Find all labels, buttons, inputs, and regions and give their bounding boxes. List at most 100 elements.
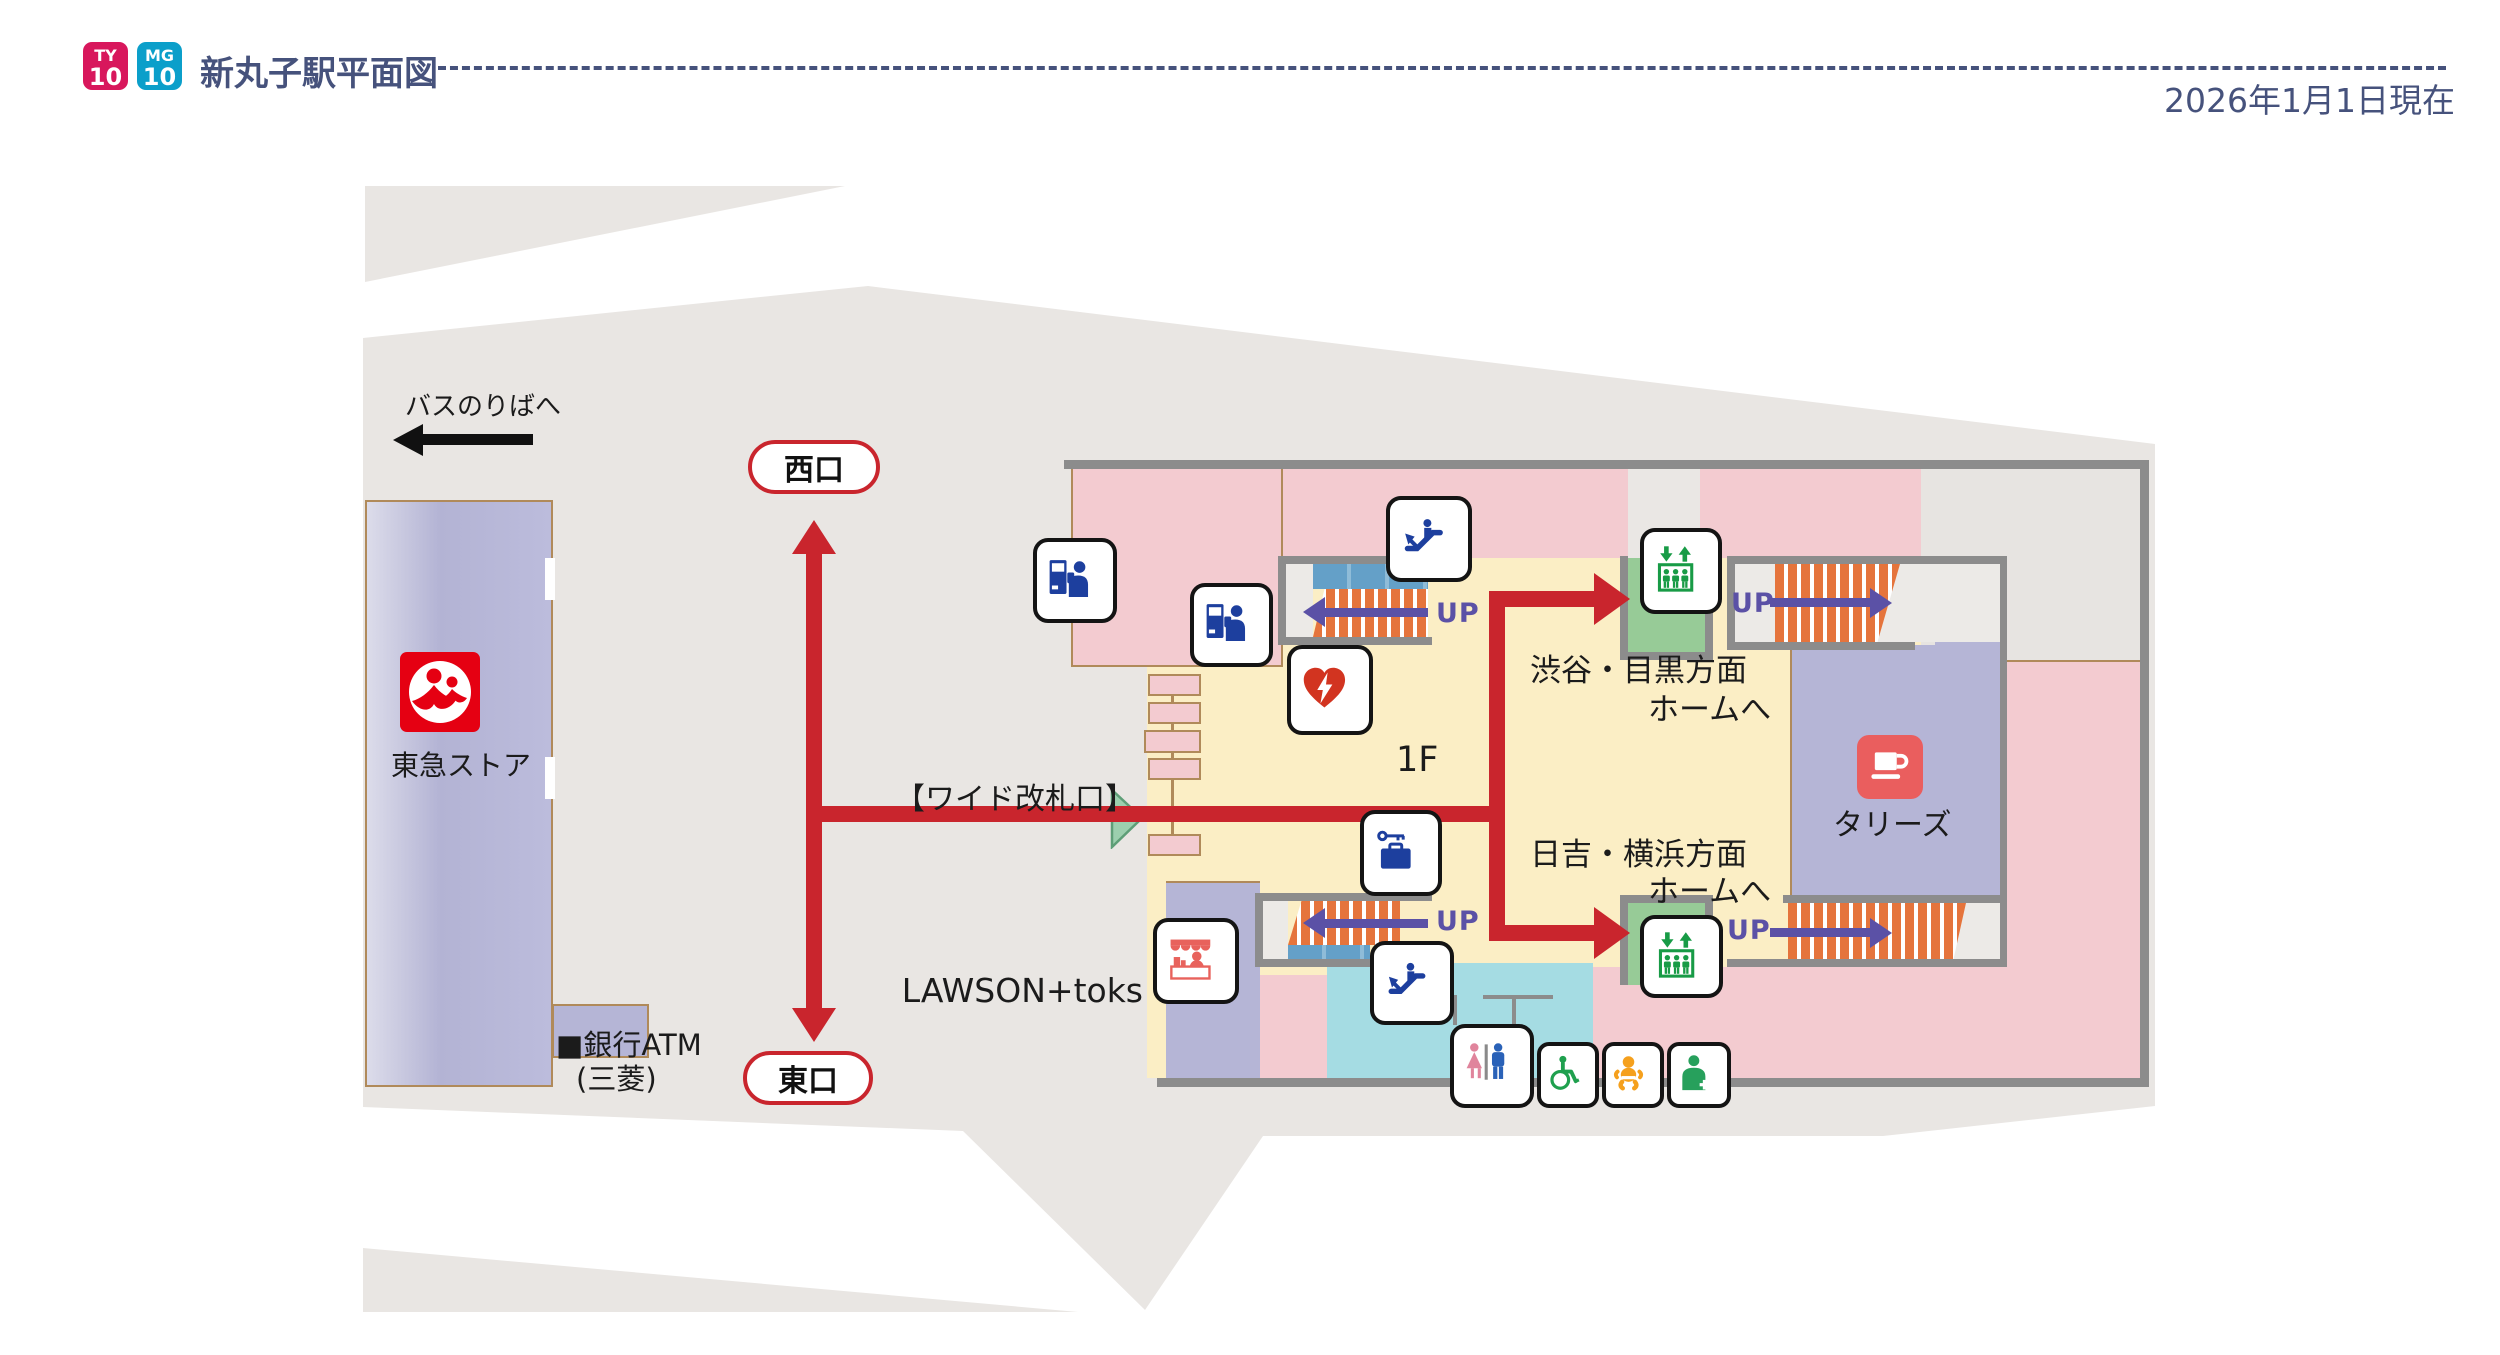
stairs-frame [1255,893,1432,901]
route-arrowhead-south-east [1594,907,1630,959]
aed-box [1287,645,1373,735]
stairs-frame [1255,959,1432,967]
west-exit-badge: 西口 [748,440,880,494]
route-west-vertical [806,552,822,1010]
baby-care-icon [1608,1053,1658,1098]
tullys-label: タリーズ [1833,808,1952,843]
header-dashed-rule [438,66,2446,70]
route-arrowhead-up [792,520,836,554]
ticket-gate [1148,834,1201,856]
tokyu-store-logo [400,652,480,732]
coffee-icon [1863,738,1917,796]
atm-building [552,1004,649,1058]
bus-stop-label: バスのりばへ [405,392,562,422]
up-arrow-shaft [1770,598,1870,607]
tokyu-store-building [365,500,553,1087]
up-arrowhead-left [1303,597,1325,627]
aed-icon [1299,663,1361,718]
restroom-divider [1453,995,1457,1025]
line-badge-mg10: MG 10 [137,42,182,90]
street-area-top-wedge [365,186,845,282]
stairs-frame [1727,959,2007,967]
west-exit-label: 西口 [784,453,844,488]
elevator-icon [1652,930,1712,983]
ostomate-box [1667,1042,1731,1108]
escalator-box [1370,941,1454,1025]
floor-label: 1F [1396,740,1439,780]
bus-arrow-icon [393,424,423,456]
station-wall-north [1064,460,2149,469]
coin-locker-icon [1372,827,1430,879]
stairs-frame [1278,556,1432,564]
up-label: UP [1727,915,1771,946]
up-arrowhead-right [1870,918,1892,948]
line-code: TY [94,46,117,65]
ostomate-icon [1674,1053,1724,1098]
service-room-pink [1260,975,1327,1078]
ticket-gate [1144,730,1201,753]
store-door-gap [545,558,555,600]
wheelchair-icon [1543,1053,1593,1098]
stairs-frame [1727,556,2007,564]
stairs-landing [1263,901,1288,959]
store-door-gap [545,757,555,799]
up-label: UP [1436,598,1480,629]
platform-east [2007,660,2140,1078]
stairs-frame [1278,556,1286,645]
shibuya-direction-label: 渋谷・目黒方面 [1530,653,1747,689]
page-title: 新丸子駅平面図 [200,54,438,94]
platform-shibuya-meguro [1700,469,1921,558]
up-arrowhead-right [1870,588,1892,618]
coin-locker-box [1360,810,1442,896]
stairs-escalator-strip [1288,945,1370,959]
hiyoshi-direction-label2: ホームへ [1648,874,1772,910]
up-arrow-shaft [1770,928,1870,937]
route-connector-vertical [1489,591,1505,941]
up-arrow-shaft [1325,919,1428,928]
ticket-machine-box [1033,538,1117,623]
ticket-gate [1148,758,1201,780]
elevator-frame [1620,652,1713,660]
escalator-icon [1398,512,1460,567]
stairs-frame [1255,893,1263,967]
wheelchair-box [1537,1042,1599,1108]
route-branch-north [1489,591,1594,607]
restroom-divider [1483,995,1553,999]
elevator-icon [1651,544,1711,597]
line-badge-ty10: TY 10 [83,42,128,90]
stairs-frame [1278,637,1432,645]
tokyu-store-label: 東急ストア [390,749,531,782]
elevator-box [1640,915,1723,998]
stairs-frame [1727,642,1915,650]
elevator-frame [1620,895,1713,903]
wall [2000,556,2007,967]
lawson-label: LAWSON+toks [901,971,1143,1010]
unpaid-strip [1073,667,1147,1087]
ticket-machine-icon [1202,598,1262,651]
line-code: MG [144,46,175,65]
kiosk-box [1153,918,1239,1004]
up-arrow-shaft [1325,608,1428,617]
ticket-machine-icon [1045,554,1105,607]
restroom-icon [1462,1039,1522,1092]
bus-arrow-shaft [423,434,533,445]
as-of-date: 2026年1月1日現在 [2164,81,2455,120]
line-number: 10 [142,63,177,91]
ticket-gate [1148,674,1201,696]
route-arrowhead-north-east [1594,573,1630,625]
east-exit-label: 東口 [778,1064,838,1099]
escalator-box [1386,496,1472,582]
coffee-box [1857,735,1923,799]
up-arrowhead-left [1303,908,1325,938]
kiosk-icon [1165,934,1227,989]
hiyoshi-direction-label: 日吉・横浜方面 [1530,837,1747,873]
up-label: UP [1731,588,1775,619]
baby-care-box [1602,1042,1664,1108]
route-branch-south [1489,925,1594,941]
elevator-box [1640,528,1722,614]
stairs-frame [1783,895,2007,903]
wide-gate-label: 【ワイド改札口】 [895,782,1135,817]
restroom-box [1450,1024,1534,1108]
shibuya-direction-label2: ホームへ [1648,692,1772,728]
